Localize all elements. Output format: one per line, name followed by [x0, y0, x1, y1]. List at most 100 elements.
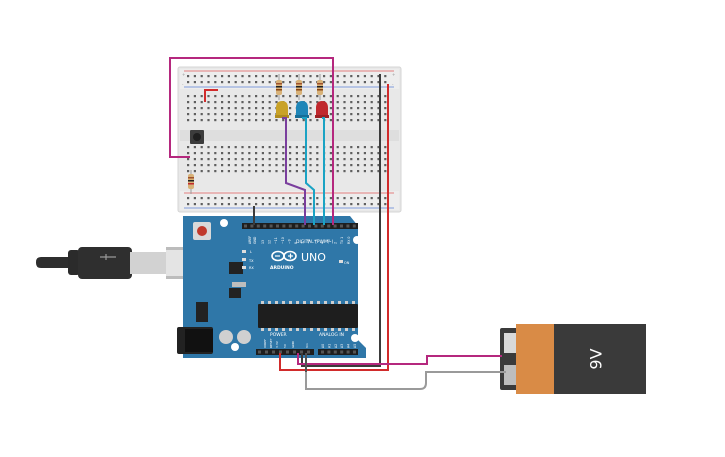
- breadboard-hole[interactable]: [295, 95, 298, 98]
- breadboard-hole[interactable]: [193, 158, 196, 161]
- breadboard-hole[interactable]: [207, 203, 210, 206]
- breadboard-hole[interactable]: [295, 152, 298, 155]
- breadboard-hole[interactable]: [289, 95, 292, 98]
- breadboard-hole[interactable]: [289, 203, 292, 206]
- breadboard-hole[interactable]: [275, 119, 278, 122]
- breadboard-hole[interactable]: [357, 203, 360, 206]
- header-hole[interactable]: [314, 224, 318, 228]
- breadboard-hole[interactable]: [357, 158, 360, 161]
- breadboard-hole[interactable]: [329, 101, 332, 104]
- breadboard-hole[interactable]: [221, 164, 224, 167]
- breadboard-hole[interactable]: [214, 119, 217, 122]
- breadboard-hole[interactable]: [193, 170, 196, 173]
- breadboard-hole[interactable]: [295, 164, 298, 167]
- breadboard-hole[interactable]: [377, 158, 380, 161]
- breadboard-hole[interactable]: [363, 75, 366, 78]
- breadboard-hole[interactable]: [384, 164, 387, 167]
- breadboard-hole[interactable]: [200, 101, 203, 104]
- breadboard-hole[interactable]: [309, 119, 312, 122]
- breadboard-hole[interactable]: [357, 164, 360, 167]
- breadboard-hole[interactable]: [234, 107, 237, 110]
- breadboard-hole[interactable]: [357, 81, 360, 84]
- breadboard-hole[interactable]: [282, 170, 285, 173]
- breadboard-hole[interactable]: [187, 197, 190, 200]
- header-hole[interactable]: [258, 350, 261, 354]
- breadboard-hole[interactable]: [316, 75, 319, 78]
- breadboard-hole[interactable]: [363, 158, 366, 161]
- breadboard-hole[interactable]: [384, 152, 387, 155]
- breadboard-hole[interactable]: [214, 81, 217, 84]
- breadboard-hole[interactable]: [384, 197, 387, 200]
- breadboard-hole[interactable]: [241, 146, 244, 149]
- header-hole[interactable]: [286, 350, 289, 354]
- breadboard-hole[interactable]: [221, 75, 224, 78]
- breadboard-hole[interactable]: [357, 95, 360, 98]
- breadboard-hole[interactable]: [343, 146, 346, 149]
- breadboard-hole[interactable]: [200, 146, 203, 149]
- breadboard-hole[interactable]: [336, 146, 339, 149]
- breadboard-hole[interactable]: [350, 101, 353, 104]
- breadboard-hole[interactable]: [187, 152, 190, 155]
- breadboard-hole[interactable]: [227, 203, 230, 206]
- breadboard-hole[interactable]: [268, 75, 271, 78]
- breadboard-hole[interactable]: [316, 197, 319, 200]
- breadboard-hole[interactable]: [343, 152, 346, 155]
- breadboard-hole[interactable]: [363, 152, 366, 155]
- breadboard-hole[interactable]: [302, 81, 305, 84]
- breadboard-hole[interactable]: [343, 119, 346, 122]
- breadboard-hole[interactable]: [370, 101, 373, 104]
- breadboard-hole[interactable]: [207, 81, 210, 84]
- breadboard-hole[interactable]: [193, 101, 196, 104]
- breadboard-hole[interactable]: [343, 107, 346, 110]
- breadboard-hole[interactable]: [207, 95, 210, 98]
- wire-cyan-led-blue[interactable]: [302, 117, 315, 225]
- breadboard-hole[interactable]: [248, 81, 251, 84]
- breadboard-hole[interactable]: [275, 158, 278, 161]
- breadboard-hole[interactable]: [255, 158, 258, 161]
- breadboard-hole[interactable]: [289, 81, 292, 84]
- breadboard-hole[interactable]: [227, 119, 230, 122]
- breadboard-hole[interactable]: [282, 152, 285, 155]
- breadboard-hole[interactable]: [275, 95, 278, 98]
- breadboard-hole[interactable]: [350, 75, 353, 78]
- breadboard-hole[interactable]: [350, 152, 353, 155]
- breadboard-hole[interactable]: [350, 107, 353, 110]
- breadboard-hole[interactable]: [363, 81, 366, 84]
- breadboard-hole[interactable]: [187, 95, 190, 98]
- breadboard-hole[interactable]: [193, 75, 196, 78]
- breadboard-hole[interactable]: [336, 101, 339, 104]
- breadboard-hole[interactable]: [370, 197, 373, 200]
- battery-terminal-positive[interactable]: [504, 333, 518, 353]
- breadboard-hole[interactable]: [336, 170, 339, 173]
- breadboard-hole[interactable]: [255, 101, 258, 104]
- breadboard-hole[interactable]: [343, 75, 346, 78]
- breadboard-hole[interactable]: [227, 107, 230, 110]
- breadboard-hole[interactable]: [261, 113, 264, 116]
- breadboard-hole[interactable]: [329, 75, 332, 78]
- breadboard-hole[interactable]: [241, 170, 244, 173]
- battery-9v[interactable]: 9V: [500, 324, 646, 394]
- header-hole[interactable]: [295, 224, 299, 228]
- breadboard-hole[interactable]: [221, 197, 224, 200]
- breadboard-hole[interactable]: [268, 158, 271, 161]
- breadboard-hole[interactable]: [309, 158, 312, 161]
- breadboard-hole[interactable]: [384, 203, 387, 206]
- breadboard-hole[interactable]: [377, 101, 380, 104]
- breadboard-hole[interactable]: [193, 146, 196, 149]
- breadboard-hole[interactable]: [214, 95, 217, 98]
- breadboard-hole[interactable]: [248, 158, 251, 161]
- breadboard-hole[interactable]: [363, 107, 366, 110]
- breadboard-hole[interactable]: [200, 152, 203, 155]
- breadboard-hole[interactable]: [289, 146, 292, 149]
- breadboard-hole[interactable]: [200, 113, 203, 116]
- breadboard-hole[interactable]: [261, 152, 264, 155]
- breadboard-hole[interactable]: [227, 95, 230, 98]
- breadboard-hole[interactable]: [241, 152, 244, 155]
- breadboard-hole[interactable]: [302, 146, 305, 149]
- breadboard-hole[interactable]: [275, 152, 278, 155]
- breadboard-hole[interactable]: [350, 170, 353, 173]
- breadboard-hole[interactable]: [261, 81, 264, 84]
- header-hole[interactable]: [327, 350, 331, 354]
- breadboard-hole[interactable]: [248, 170, 251, 173]
- breadboard-hole[interactable]: [384, 119, 387, 122]
